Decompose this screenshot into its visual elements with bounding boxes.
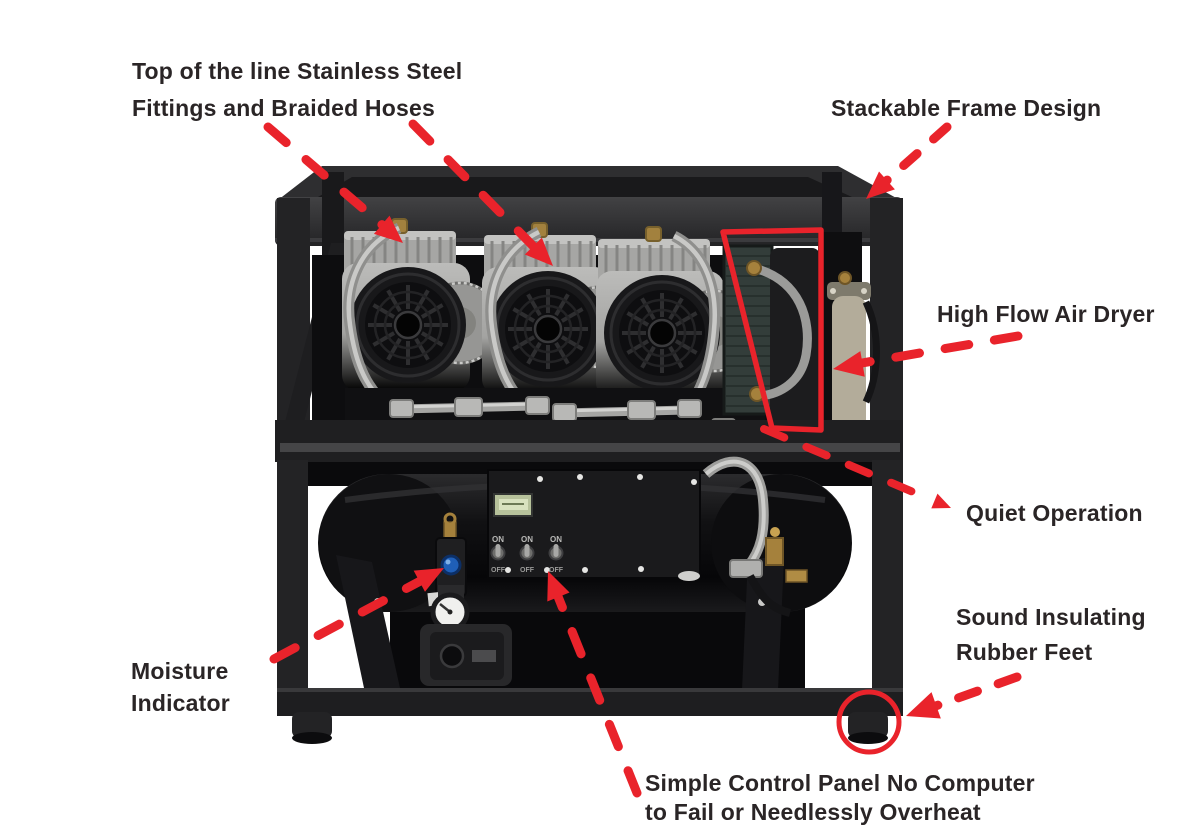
arrow-quiet bbox=[760, 425, 936, 504]
arrowhead-moisture bbox=[413, 568, 444, 592]
power-switch-2: ON OFF bbox=[519, 535, 535, 574]
arrow-dryer bbox=[857, 331, 1023, 368]
arrow-feet bbox=[925, 672, 1022, 713]
tank-leg-left bbox=[336, 555, 400, 688]
tank-leg-right bbox=[742, 558, 784, 690]
pressure-switch bbox=[420, 624, 512, 686]
brass-valve bbox=[765, 537, 784, 566]
frame-mid-shelf bbox=[275, 420, 903, 462]
arrowhead-fittings-2 bbox=[524, 237, 553, 266]
arrow-fittings-2 bbox=[408, 119, 543, 256]
frame-bottom-post-left bbox=[277, 460, 308, 716]
moisture-indicator-lens bbox=[440, 554, 462, 576]
label-control-panel: Simple Control Panel No Computer to Fail… bbox=[645, 770, 1035, 825]
svg-text:OFF: OFF bbox=[491, 567, 506, 574]
arrowhead-feet bbox=[906, 692, 941, 719]
rubber-foot-left bbox=[292, 712, 332, 744]
frame-bottom-rail bbox=[277, 688, 903, 716]
arrowhead-quiet bbox=[931, 493, 951, 509]
pressure-gauge bbox=[430, 585, 470, 632]
frame-bottom-post-right bbox=[872, 460, 903, 716]
arrow-panel bbox=[552, 589, 642, 798]
filter-cap bbox=[827, 282, 871, 300]
arrowhead-stackable bbox=[866, 171, 895, 199]
svg-text:ON: ON bbox=[550, 535, 562, 544]
label-fittings: Top of the line Stainless Steel Fittings… bbox=[132, 53, 462, 127]
tank-outlet-assembly bbox=[702, 456, 808, 617]
label-fittings-line2: Fittings and Braided Hoses bbox=[132, 95, 435, 121]
rubber-foot-highlight-circle bbox=[836, 689, 902, 755]
arrow-fittings-1 bbox=[263, 122, 392, 234]
annotation-arrowheads bbox=[373, 171, 951, 719]
label-air-dryer: High Flow Air Dryer bbox=[937, 301, 1155, 327]
air-dryer-highlight-box bbox=[720, 227, 824, 433]
arrowhead-fittings-1 bbox=[373, 215, 403, 243]
label-moisture-indicator: Moisture Indicator bbox=[131, 658, 230, 716]
annotations bbox=[263, 119, 1023, 798]
label-stackable-frame: Stackable Frame Design bbox=[831, 95, 1102, 121]
arrowhead-dryer bbox=[833, 351, 865, 377]
svg-text:OFF: OFF bbox=[549, 567, 564, 574]
arrowhead-panel bbox=[547, 571, 570, 602]
control-panel: ON OFF ON OFF ON OFF bbox=[487, 469, 701, 581]
rubber-foot-right bbox=[848, 712, 888, 744]
label-fittings-line1: Top of the line Stainless Steel bbox=[132, 58, 463, 84]
dryer-hose bbox=[752, 263, 812, 401]
power-switch-1: ON OFF bbox=[490, 535, 506, 574]
svg-text:ON: ON bbox=[521, 535, 533, 544]
label-rubber-feet: Sound Insulating Rubber Feet bbox=[956, 604, 1146, 665]
power-switch-3: ON OFF bbox=[548, 535, 564, 574]
svg-text:ON: ON bbox=[492, 535, 504, 544]
label-quiet-operation: Quiet Operation bbox=[966, 500, 1143, 526]
svg-text:OFF: OFF bbox=[520, 567, 535, 574]
arrow-stackable bbox=[879, 122, 952, 188]
dryer-cable bbox=[862, 300, 880, 404]
